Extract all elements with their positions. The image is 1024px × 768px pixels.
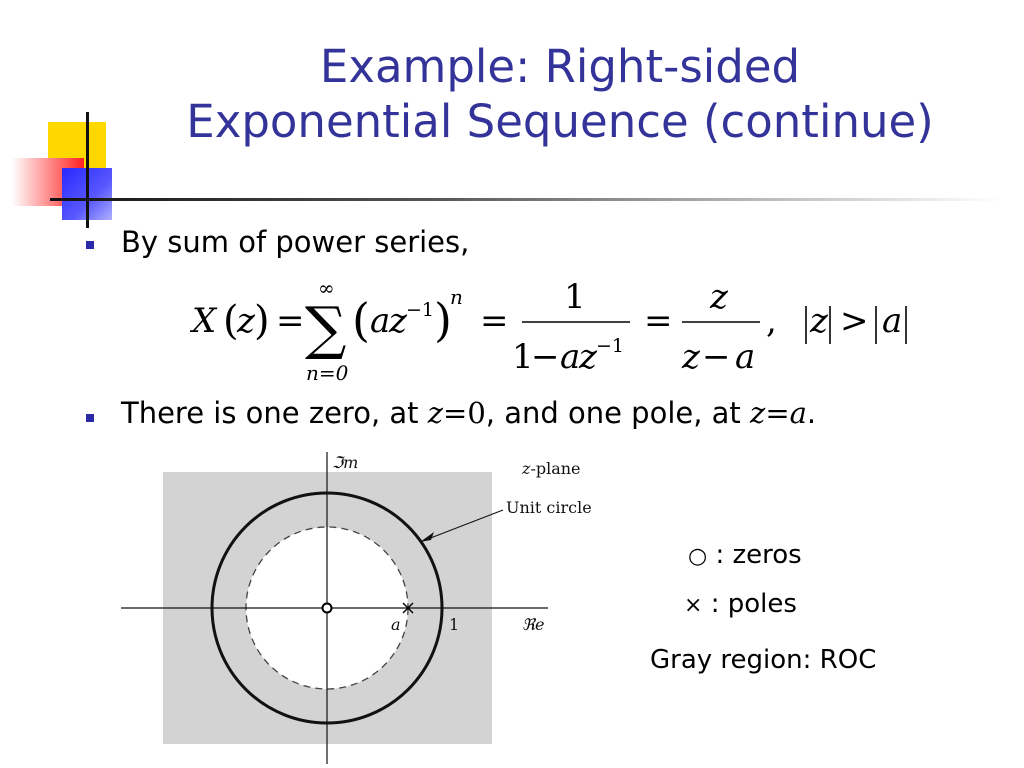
re-axis-label: ℜe (522, 615, 545, 634)
formula-num-z: z (709, 277, 729, 317)
legend-roc: Gray region: ROC (650, 645, 877, 675)
slide-title-line-1: Example: Right-sided (319, 40, 801, 93)
bullet-text-1: By sum of power series, (121, 225, 470, 259)
formula-lparen: ( (223, 298, 239, 344)
formula-roc-z: z (809, 301, 829, 341)
im-axis-label: ℑm (332, 453, 358, 472)
formula-exp-n: n (450, 285, 463, 309)
legend-poles: × : poles (684, 589, 797, 619)
slide-title: Example: Right-sided Exponential Sequenc… (100, 40, 1020, 150)
formula-denom-z: z (578, 337, 598, 377)
bullet-marker (86, 414, 94, 422)
legend-poles-text: : poles (702, 589, 797, 619)
formula-X: X (190, 301, 218, 341)
unit-circle-pointer (427, 509, 504, 540)
formula-num-1: 1 (564, 277, 586, 317)
formula-denom2-a: a (735, 337, 755, 377)
zero-symbol-icon: ○ (688, 544, 708, 569)
formula-lparen-2: ( (352, 293, 370, 347)
zero-marker (321, 602, 333, 614)
pole-marker (402, 602, 414, 614)
unit-circle-arrowhead (420, 532, 434, 542)
pole-symbol-icon: × (684, 593, 703, 618)
formula-z: z (236, 301, 256, 341)
z-plane-label: z-plane (521, 459, 581, 478)
formula-a: a (370, 301, 390, 341)
formula-rparen: ) (254, 298, 270, 344)
formula-exp-neg1: −1 (406, 299, 434, 321)
formula-sigma: ∑ (305, 294, 346, 362)
bullet-2-zero-eq: =0 (443, 396, 486, 430)
z-transform-formula: X ( z ) = ∞ ∑ n=0 ( a z −1 ) n = 1 1 − a… (190, 276, 907, 385)
formula-denom-1: 1 (512, 337, 534, 377)
legend-zeros-text: : zeros (707, 540, 802, 570)
formula-sum-upper: ∞ (318, 276, 335, 300)
pole-a-label: a (391, 615, 401, 634)
unit-one-label: 1 (449, 615, 459, 634)
formula-denom-minus: − (531, 337, 560, 377)
bullet-2-middle: , and one pole, at (485, 396, 751, 430)
bullet-2-pole-var: z (750, 396, 766, 430)
formula-denom-a: a (560, 337, 580, 377)
legend-zeros: ○ : zeros (688, 540, 802, 570)
formula-eq-1: = (276, 301, 305, 341)
bullet-marker (86, 241, 94, 249)
bullet-2-zero-var: z (427, 396, 444, 430)
bullet-2-pole-eq: = (765, 396, 790, 430)
bullet-2-after: . (806, 396, 817, 430)
formula-denom2-minus: − (702, 337, 731, 377)
formula-sum-lower: n=0 (306, 361, 349, 385)
formula-eq-2: = (480, 301, 509, 341)
formula-rparen-2: ) (434, 293, 452, 347)
decor-vertical-line (86, 112, 89, 228)
formula-comma: , (766, 301, 777, 341)
bullet-text-2: There is one zero, at z=0, and one pole,… (121, 396, 816, 430)
formula-denom-exp: −1 (596, 335, 624, 357)
bullet-2-pole-val: a (789, 396, 807, 430)
formula-eq-3: = (644, 301, 673, 341)
bullet-2-before: There is one zero, at (121, 396, 428, 430)
slide-title-line-2: Exponential Sequence (continue) (186, 94, 934, 148)
formula-roc-a: a (882, 301, 902, 341)
title-underline (50, 198, 1002, 201)
unit-circle-label: Unit circle (506, 498, 592, 517)
formula-gt: > (840, 301, 869, 341)
formula-denom2-z: z (681, 337, 701, 377)
formula-z-2: z (388, 301, 408, 341)
z-plane-diagram: ℑm z-plane Unit circle a 1 ℜe (121, 452, 592, 764)
